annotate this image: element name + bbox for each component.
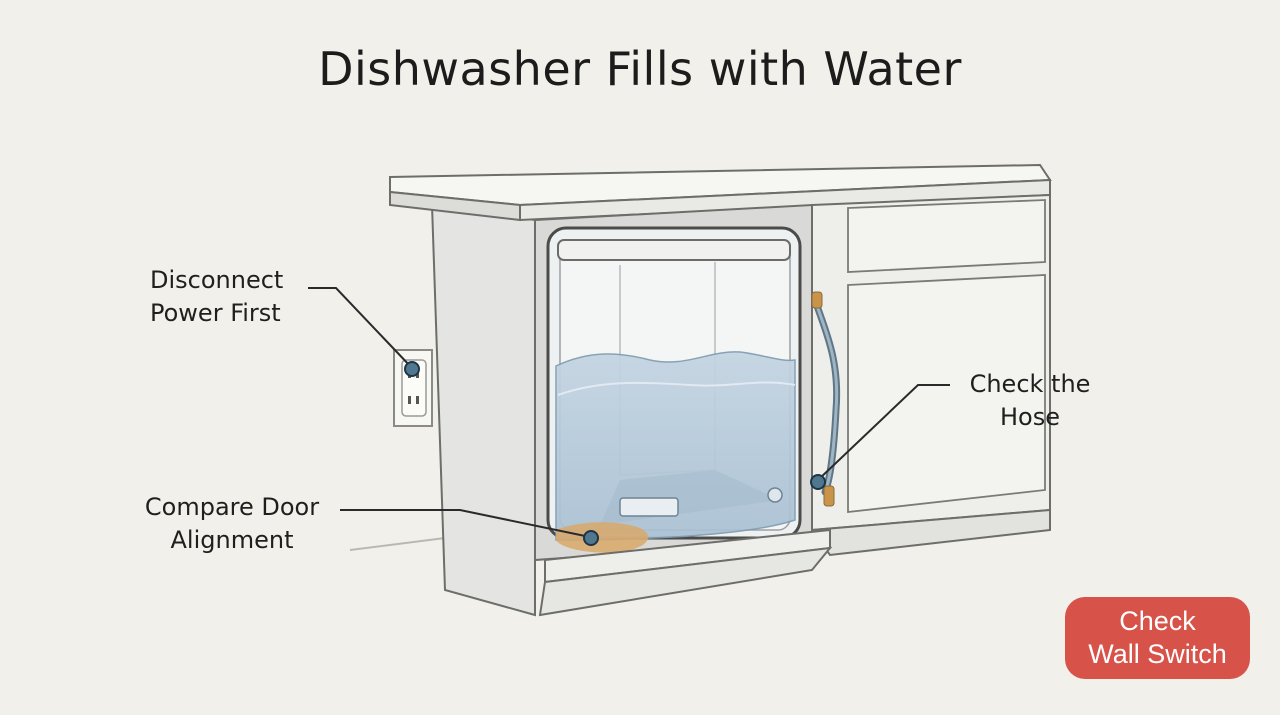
callout-door-line-2: Alignment [170,526,294,554]
leader-line-power [308,287,413,369]
callout-door-line-1: Compare Door [144,493,320,521]
check-wall-switch-line-1: Check [1119,606,1196,636]
page-title: Dishwasher Fills with Water [318,42,962,96]
cabinet-left-side [430,203,536,617]
leader-line-door [340,509,591,538]
check-wall-switch-line-2: Wall Switch [1088,639,1227,669]
check-wall-switch-button[interactable]: Check Wall Switch [1065,597,1250,679]
callout-hose-line-1: Check the [969,370,1091,398]
floor-line [349,537,446,551]
callout-disconnect-power: Disconnect Power First [150,264,283,330]
callout-power-line-2: Power First [150,299,281,327]
marker-power [404,361,420,377]
marker-door [583,530,599,546]
callout-power-line-1: Disconnect [150,266,284,294]
callout-hose-line-2: Hose [1000,403,1060,431]
callout-door-alignment: Compare Door Alignment [137,491,327,557]
callout-check-hose: Check the Hose [963,368,1097,434]
marker-hose [810,474,826,490]
leader-line-hose [817,384,950,481]
